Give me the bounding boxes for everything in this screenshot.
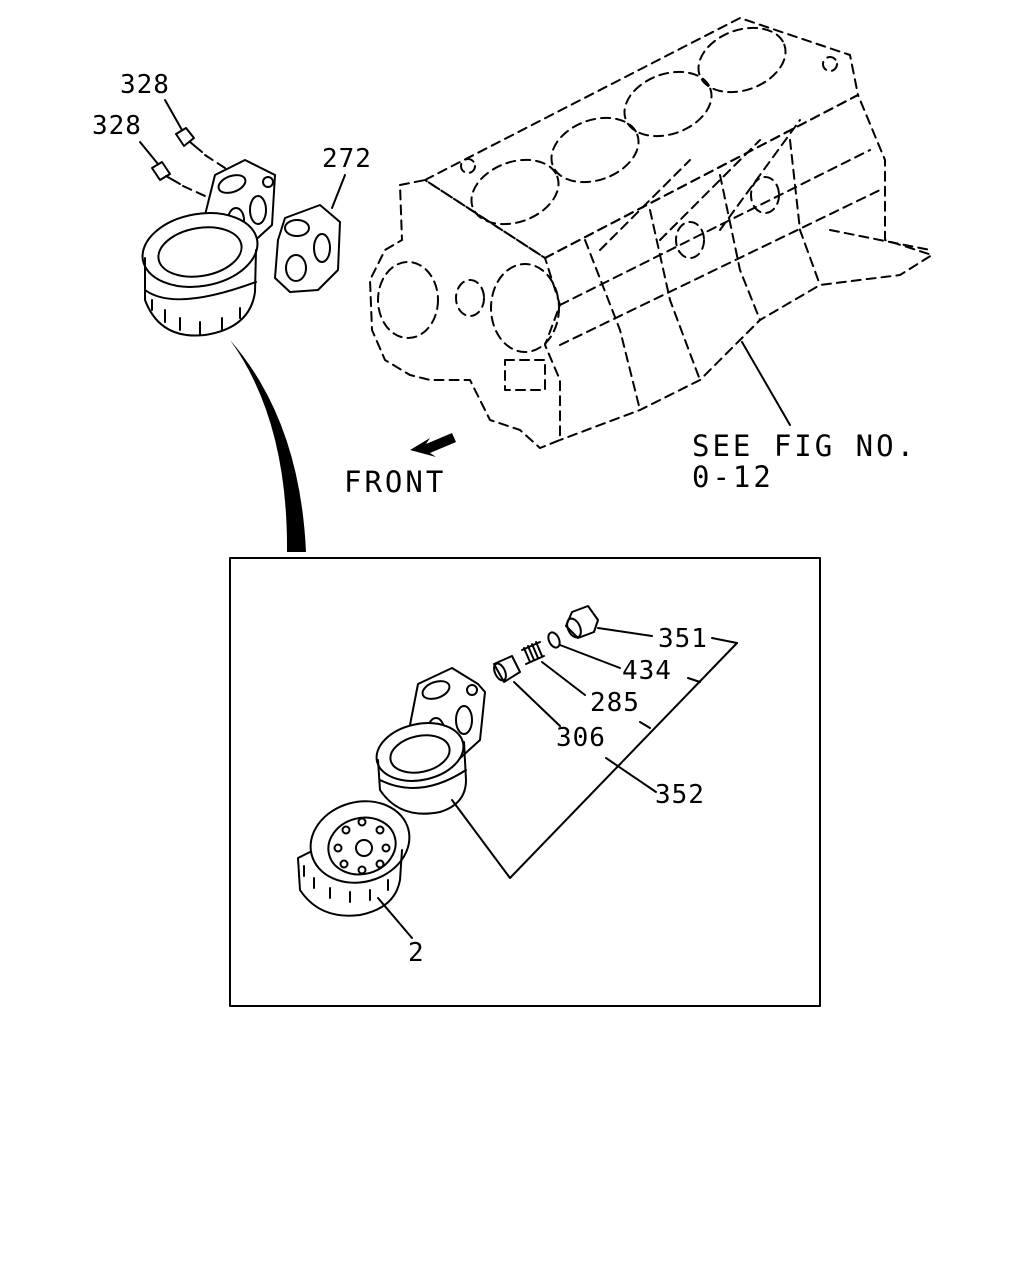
oil-filter-icon <box>297 800 411 917</box>
gasket-icon <box>274 204 341 293</box>
callout-gasket: 272 <box>322 144 372 174</box>
callout-bolt-lower: 328 <box>92 111 142 141</box>
see-fig-leader <box>741 341 791 426</box>
o-ring-icon <box>547 631 561 649</box>
assembly-bracket <box>451 642 738 879</box>
assembly-bracket-ticks <box>605 677 701 793</box>
relief-valve-icon <box>493 655 521 683</box>
callout-spring: 285 <box>590 688 640 718</box>
see-fig-line1: SEE FIG NO. <box>692 429 918 463</box>
callout-assembly: 352 <box>655 780 705 810</box>
front-arrow-icon <box>410 433 456 457</box>
callout-filter: 2 <box>408 938 425 968</box>
callout-o-ring: 434 <box>622 656 672 686</box>
callout-plug: 351 <box>658 624 708 654</box>
detail-swoosh-arrow-icon <box>230 340 306 552</box>
engine-block-outline <box>369 17 933 449</box>
detail-housing-icon <box>375 667 486 815</box>
plug-icon <box>565 605 599 639</box>
spring-icon <box>521 641 545 665</box>
front-label: FRONT <box>344 465 447 499</box>
oil-filter-housing-icon <box>141 159 276 337</box>
bolt-lower-leader <box>139 141 159 165</box>
plug-leader <box>597 627 653 637</box>
bolt-lower-icon <box>151 161 206 197</box>
gasket-leader <box>331 174 346 209</box>
bolt-upper-leader <box>164 99 183 131</box>
callout-bolt-upper: 328 <box>120 70 170 100</box>
bolt-upper-icon <box>175 127 226 169</box>
valve-leader <box>513 681 561 727</box>
spring-leader <box>541 661 586 696</box>
assembly-bracket-top <box>711 637 738 644</box>
filter-leader <box>377 897 413 939</box>
callout-valve: 306 <box>556 723 606 753</box>
detail-box <box>229 557 821 1007</box>
see-fig-line2: 0-12 <box>692 460 774 494</box>
o-ring-leader <box>559 644 621 669</box>
